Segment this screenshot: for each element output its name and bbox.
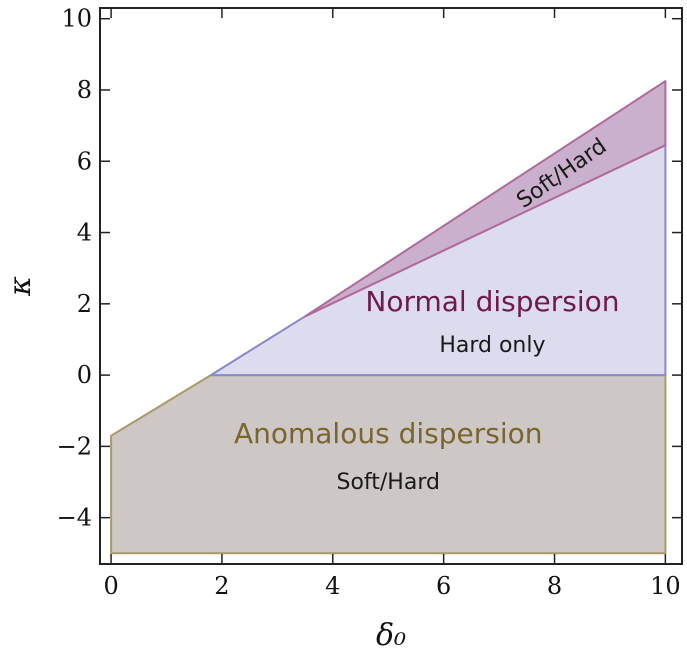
x-tick-label: 8: [547, 572, 562, 600]
region-subtitle-label: Hard only: [439, 333, 545, 358]
x-axis-ticks: 0 2 4 6 8 10: [103, 8, 681, 600]
y-tick-label: 2: [77, 290, 92, 318]
regions-layer: [110, 80, 667, 555]
y-tick-label: 6: [77, 147, 92, 175]
y-tick-label: 0: [77, 361, 92, 389]
y-tick-label: 4: [77, 219, 92, 247]
y-tick-label: 10: [61, 5, 92, 33]
y-tick-label: 8: [77, 76, 92, 104]
plot-frame: [99, 7, 683, 565]
region-soft-hard: [304, 80, 667, 318]
x-tick-label: 6: [436, 572, 451, 600]
y-tick-label: −4: [57, 504, 92, 532]
region-anomalous-dispersion: [110, 374, 667, 555]
x-tick-label: 2: [214, 572, 229, 600]
y-axis-title: κ: [3, 276, 38, 297]
y-tick-label: −2: [57, 432, 92, 460]
region-title-label: Anomalous dispersion: [234, 417, 543, 450]
region-normal-dispersion: [209, 144, 667, 377]
x-tick-label: 4: [325, 572, 340, 600]
x-tick-label: 0: [103, 572, 118, 600]
region-subtitle-label: Soft/Hard: [336, 470, 439, 495]
y-axis-ticks: −4 −2 0 2 4 6 8 10: [57, 5, 682, 532]
x-tick-label: 10: [650, 572, 681, 600]
x-axis-title: δ₀: [376, 618, 406, 653]
region-title-label: Normal dispersion: [365, 285, 619, 318]
